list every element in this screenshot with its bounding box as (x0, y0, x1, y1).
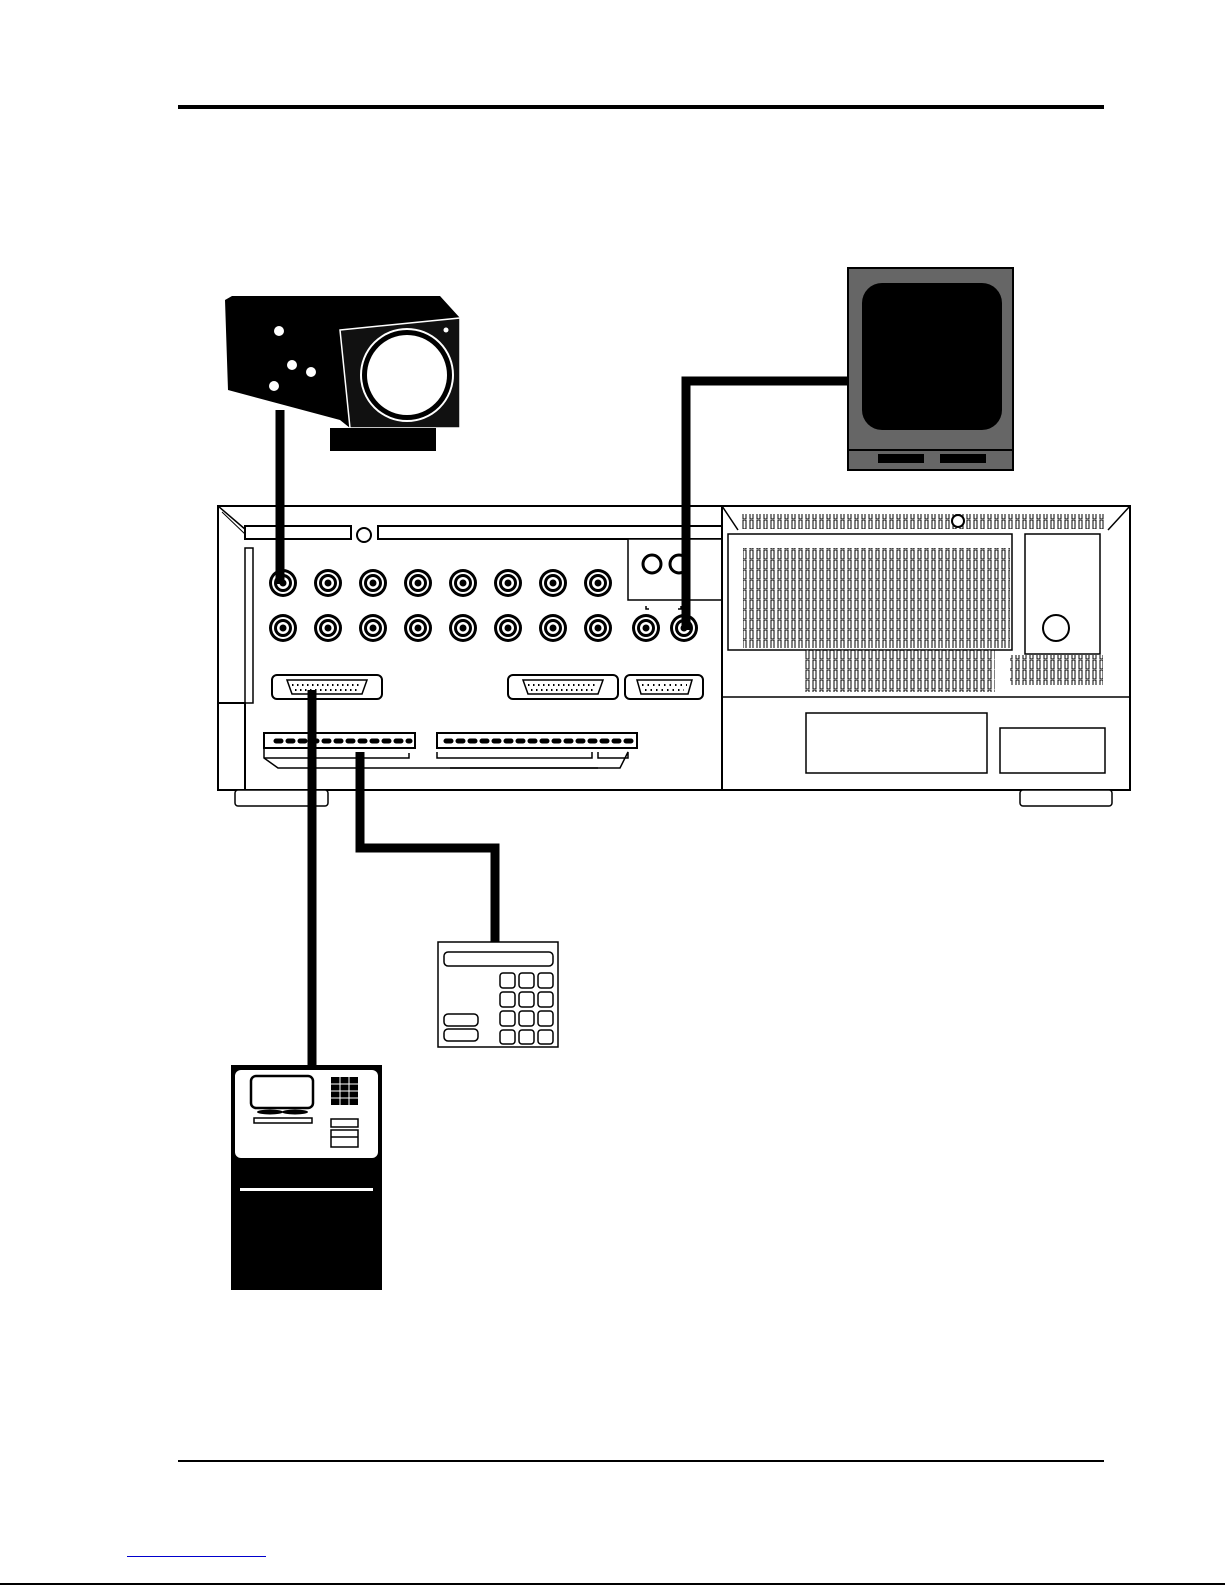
keypad-icon (437, 941, 559, 1048)
atm-terminal-icon (231, 1065, 382, 1290)
db15-connector (624, 674, 704, 700)
camera-icon (225, 296, 461, 451)
cables (275, 376, 848, 1066)
footer-rule (178, 1460, 1104, 1462)
footer-link[interactable] (127, 1556, 266, 1557)
terminal-strip-2 (436, 732, 638, 769)
db25-connector-2 (507, 674, 619, 700)
header-rule (178, 105, 1104, 109)
keypad-cable (355, 752, 500, 944)
monitor-icon (847, 267, 1014, 471)
dvr-power-section (721, 505, 1131, 807)
dvr-rear-panel (217, 505, 723, 807)
db25-connector (271, 674, 383, 700)
monitor-cable (681, 376, 848, 630)
page-edge (0, 1583, 1225, 1585)
